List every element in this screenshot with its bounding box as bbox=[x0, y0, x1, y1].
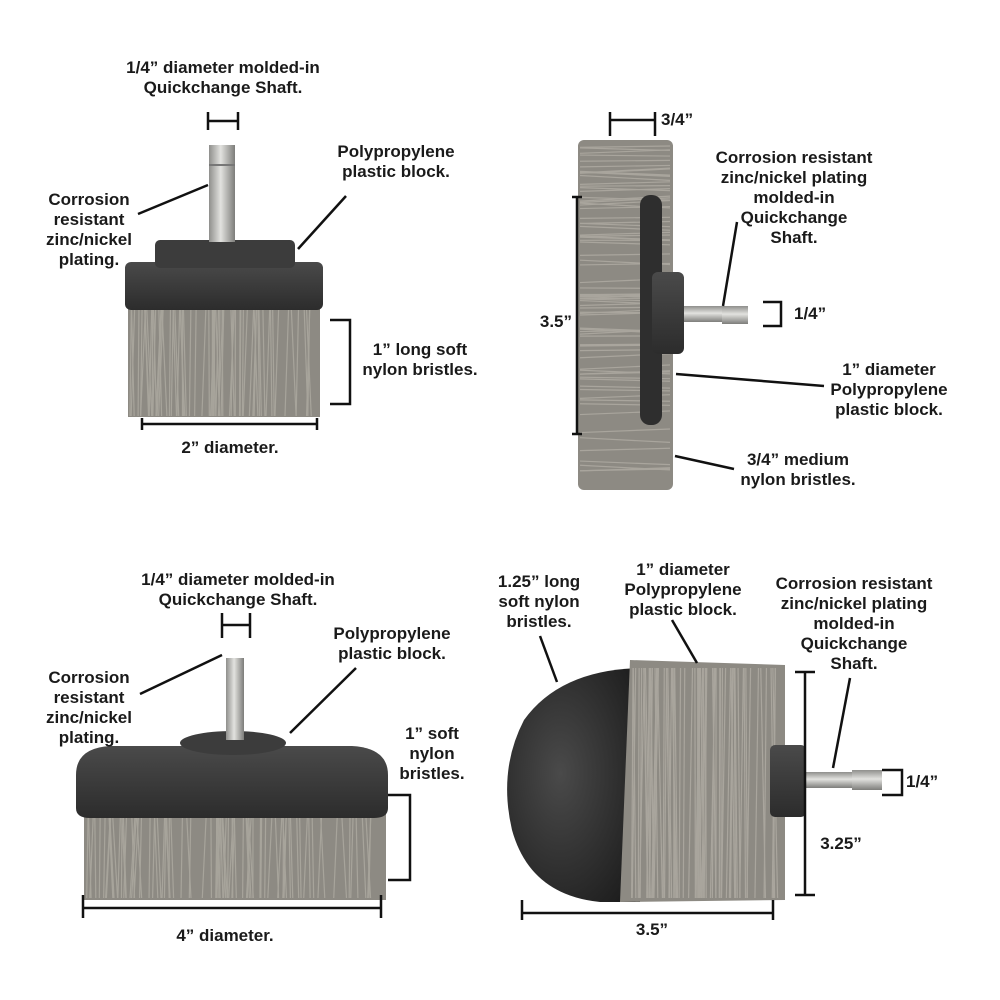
tr-width-label: 3/4” bbox=[661, 110, 694, 129]
annotation-lines-br bbox=[520, 619, 904, 920]
block-top-tl bbox=[155, 240, 295, 268]
tr-height-label: 3.5” bbox=[539, 312, 572, 331]
hex-tip-bl bbox=[226, 658, 244, 686]
br-shaft-size-label: 1/4” bbox=[906, 772, 939, 791]
annotation-lines-bl bbox=[81, 613, 412, 918]
annotation-lines-tl bbox=[137, 112, 352, 430]
brush-4-inch bbox=[76, 658, 388, 900]
br-width-label: 3.5” bbox=[635, 920, 669, 939]
block-top-bl bbox=[180, 731, 286, 755]
shaft-bl bbox=[226, 684, 244, 740]
hub-tr bbox=[652, 272, 684, 354]
shaft-tl bbox=[209, 178, 235, 242]
bristle-strands-br bbox=[631, 667, 779, 899]
hex-tip-tr bbox=[722, 306, 748, 324]
shaft-tr bbox=[684, 306, 728, 322]
shaft-br bbox=[806, 772, 856, 788]
hub-br bbox=[770, 745, 806, 817]
dome-dark-bristles bbox=[507, 668, 640, 902]
bristle-strands-bl bbox=[86, 814, 372, 899]
tr-shaft-size-label: 1/4” bbox=[794, 304, 827, 323]
disc-tr bbox=[640, 195, 662, 425]
br-height-label: 3.25” bbox=[820, 834, 862, 853]
dome-brush bbox=[507, 660, 882, 902]
brush-2-inch bbox=[125, 145, 323, 417]
annotation-lines-tr bbox=[572, 112, 825, 471]
tl-diameter-label: 2” diameter. bbox=[181, 438, 279, 457]
block-base-tl bbox=[125, 262, 323, 310]
block-base-bl bbox=[76, 746, 388, 818]
hex-tip-tl bbox=[209, 145, 235, 178]
wheel-brush bbox=[578, 140, 748, 490]
bl-diameter-label: 4” diameter. bbox=[176, 926, 274, 945]
hex-tip-br bbox=[852, 770, 882, 790]
bristle-strands-tl bbox=[129, 309, 312, 417]
